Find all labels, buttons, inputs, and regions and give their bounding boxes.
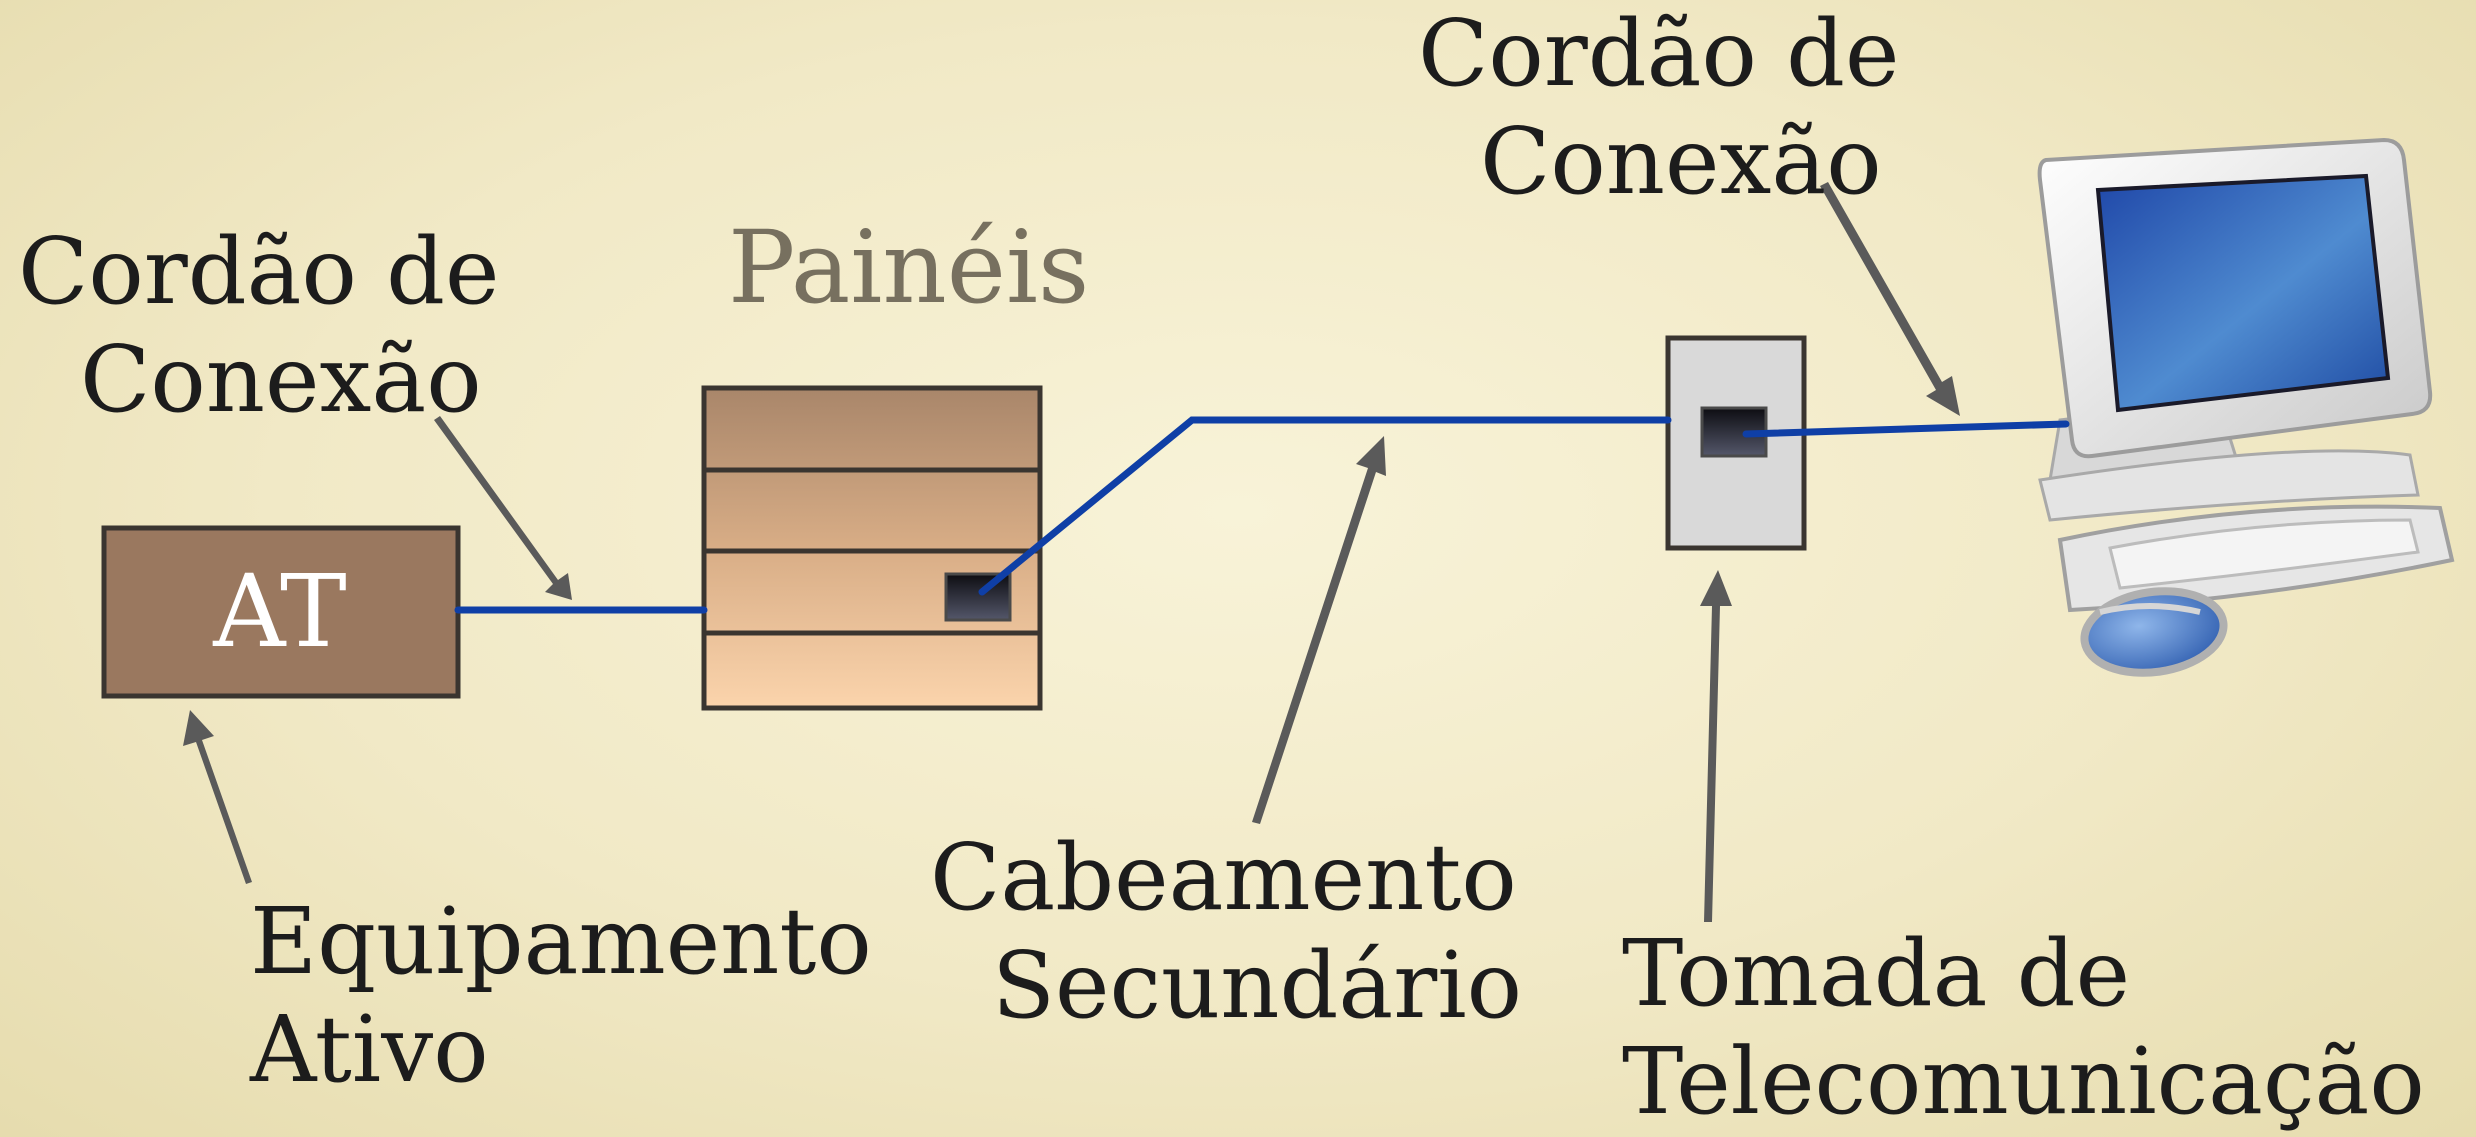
telecom-outlet-label: Tomada de Telecomunicação bbox=[1622, 920, 2425, 1136]
patch-cord-right-label: Cordão de Conexão bbox=[1418, 0, 1899, 216]
active-equipment-line1: Equipamento bbox=[250, 888, 872, 995]
secondary-cabling-label: Cabeamento Secundário bbox=[930, 824, 1522, 1040]
patch-cord-right-line1: Cordão de bbox=[1418, 0, 1900, 107]
active-equipment-box bbox=[101, 525, 461, 699]
keyboard-icon bbox=[2108, 518, 2420, 590]
patch-panels bbox=[701, 385, 1043, 711]
telecom-outlet-line1: Tomada de bbox=[1622, 920, 2131, 1027]
cables bbox=[454, 416, 2070, 614]
patch-cord-left-line1: Cordão de bbox=[18, 218, 500, 325]
patch-cord-left-line2: Conexão bbox=[80, 326, 482, 433]
telecom-outlet bbox=[1665, 335, 1807, 551]
active-equipment-label: AT bbox=[213, 552, 347, 670]
patch-cord-left-label: Cordão de Conexão bbox=[18, 218, 499, 434]
pointer-arrows bbox=[183, 182, 1960, 922]
active-equipment-line2: Ativo bbox=[250, 996, 489, 1103]
active-equipment-caption: Equipamento Ativo bbox=[250, 888, 872, 1104]
telecom-outlet-line2: Telecomunicação bbox=[1622, 1028, 2425, 1135]
secondary-cabling-line1: Cabeamento bbox=[930, 824, 1517, 931]
computer-icon bbox=[2037, 137, 2455, 677]
secondary-cabling-line2: Secundário bbox=[992, 932, 1523, 1039]
patch-cord-right-line2: Conexão bbox=[1480, 108, 1882, 215]
panels-label: Painéis bbox=[728, 209, 1090, 326]
